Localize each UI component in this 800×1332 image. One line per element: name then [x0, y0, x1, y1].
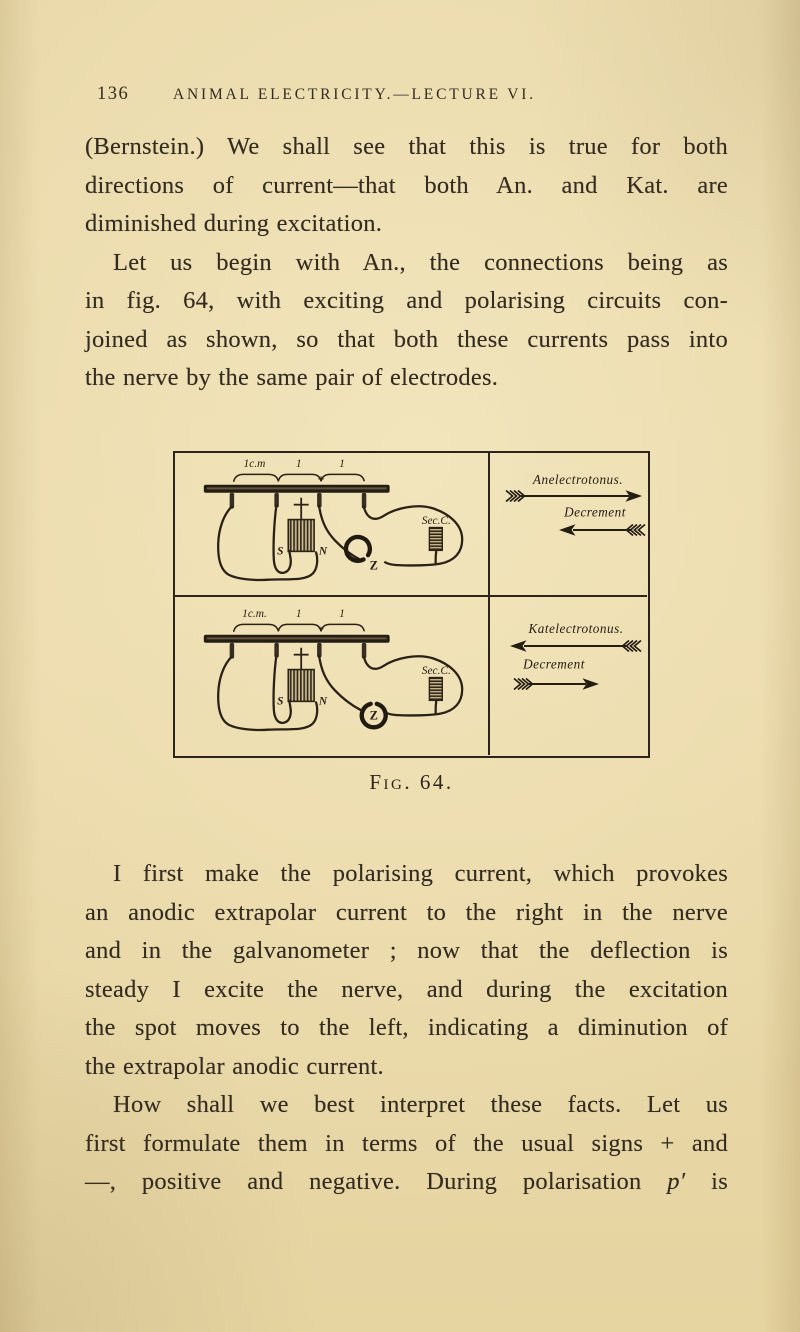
direction-label: Anelectrotonus. — [532, 472, 623, 487]
battery-plus-icon — [293, 497, 309, 520]
scale-label: 1 — [296, 608, 302, 620]
running-head-title: ANIMAL ELECTRICITY.—LECTURE VI. — [173, 86, 536, 103]
circuit-wires — [217, 654, 464, 732]
scale-label: 1 — [296, 458, 302, 470]
secondary-coil-label: Sec.C. — [422, 515, 451, 527]
secondary-coil — [428, 526, 443, 552]
coil-pole-n: N — [318, 545, 328, 557]
page-number: 136 — [97, 84, 130, 104]
text-line: steady I excite the nerve, and during th… — [85, 975, 728, 1003]
nerve-bar — [203, 634, 390, 643]
circuit-wires — [217, 504, 464, 582]
scale-bracket — [232, 473, 366, 482]
text-line: first formulate them in terms of the usu… — [85, 1129, 728, 1157]
decrement-label: Decrement — [522, 657, 585, 672]
scale-label: 1 — [339, 458, 345, 470]
text-line: an anodic extrapolar current to the righ… — [85, 898, 728, 926]
coil-pole-s: S — [277, 695, 283, 707]
lower-text-block: I first make the polarising current, whi… — [85, 855, 728, 1202]
text-line: the extrapolar anodic current. — [85, 1052, 384, 1080]
arrow-legend-bottom: Katelectrotonus. Decrement — [510, 621, 642, 691]
text-line: Let us begin with An., the connections b… — [113, 248, 728, 276]
secondary-coil — [428, 676, 443, 702]
direction-label: Katelectrotonus. — [527, 621, 623, 636]
text-line: —, positive and negative. During polaris… — [85, 1163, 728, 1202]
legend-panel-katelectrotonus: Katelectrotonus. Decrement — [490, 597, 647, 755]
text-line: I first make the polarising current, whi… — [113, 860, 728, 887]
primary-coil — [287, 668, 315, 703]
scale-label: 1c.m — [244, 458, 266, 470]
scale-label: 1 — [339, 608, 345, 620]
circuit-diagram-bottom: 1c.m. 1 1 + S N — [203, 608, 464, 732]
battery-plus-icon — [293, 647, 309, 670]
p-prime-symbol: p′ — [667, 1168, 686, 1195]
arrow-legend-top: Anelectrotonus. Decrement — [505, 472, 646, 537]
text-line: joined as shown, so that both these curr… — [85, 325, 728, 353]
text-segment: —, positive and negative. During polaris… — [85, 1168, 668, 1195]
text-line: in fig. 64, with exciting and polarising… — [85, 287, 728, 314]
circuit-panel-katelectrotonus: 1c.m. 1 1 + S N — [175, 597, 490, 755]
text-line: and in the galvanometer ; now that the d… — [85, 937, 728, 964]
nerve-bar — [203, 484, 390, 493]
coil-pole-n: N — [318, 695, 328, 707]
figure-caption: Fig. 64. — [369, 770, 454, 794]
upper-text-block: (Bernstein.) We shall see that this is t… — [85, 128, 728, 398]
junction-plus-icon: + — [318, 624, 324, 635]
electrodes — [229, 492, 367, 509]
key-ring — [343, 534, 372, 563]
text-line: directions of current—that both An. and … — [85, 171, 728, 199]
legend-panel-anelectrotonus: Anelectrotonus. Decrement — [490, 453, 647, 597]
scale-bracket — [232, 623, 366, 632]
decrement-arrow-right — [513, 677, 599, 691]
text-line: the nerve by the same pair of electrodes… — [85, 364, 499, 391]
figure-64: 1c.m 1 1 + S N — [173, 451, 650, 758]
text-line: diminished during excitation. — [85, 210, 383, 237]
running-head-row: 136 ANIMAL ELECTRICITY.—LECTURE VI. — [0, 84, 800, 112]
coil-pole-s: S — [277, 545, 283, 557]
decrement-arrow-left — [559, 523, 646, 537]
katelectrotonus-arrow-left — [510, 639, 642, 653]
primary-coil — [287, 518, 315, 553]
key-label: Z — [370, 559, 378, 573]
decrement-label: Decrement — [563, 505, 626, 520]
text-line: the spot moves to the left, indicating a… — [85, 1014, 728, 1041]
junction-plus-icon: + — [318, 471, 325, 485]
anelectrotonus-arrow-right — [505, 489, 642, 503]
scale-label: 1c.m. — [242, 608, 267, 620]
text-line: How shall we best interpret these facts.… — [113, 1091, 728, 1118]
circuit-panel-anelectrotonus: 1c.m 1 1 + S N — [175, 453, 490, 597]
text-line: (Bernstein.) We shall see that this is t… — [85, 133, 728, 160]
text-segment: is — [685, 1168, 728, 1195]
circuit-diagram-top: 1c.m 1 1 + S N — [203, 458, 464, 582]
key-label: Z — [370, 709, 378, 723]
secondary-coil-label: Sec.C. — [422, 665, 451, 677]
electrodes — [229, 642, 367, 659]
key-ring — [359, 701, 388, 730]
